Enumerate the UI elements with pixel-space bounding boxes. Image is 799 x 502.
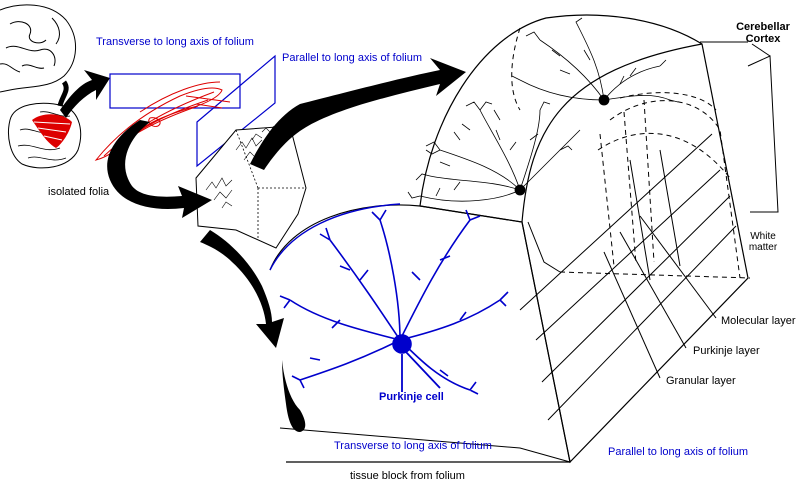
label-cerebellar-cortex: Cerebellar Cortex: [736, 21, 790, 45]
parallel-plane: [196, 54, 276, 168]
label-purkinje-layer: Purkinje layer: [693, 345, 760, 357]
label-transverse-top: Transverse to long axis of folium: [96, 36, 254, 48]
label-tissue-block: tissue block from folium: [350, 470, 465, 482]
bottom-edges: [279, 427, 571, 463]
black-purkinje-cells: [407, 17, 679, 202]
label-isolated-folia: isolated folia: [48, 186, 110, 198]
label-parallel-top: Parallel to long axis of folium: [282, 52, 423, 64]
label-granular-layer: Granular layer: [666, 375, 736, 387]
label-molecular-layer: Molecular layer: [721, 315, 796, 327]
arrow-to-slice: [60, 70, 110, 118]
curved-arrows: [107, 58, 466, 432]
hidden-lines: [511, 27, 751, 279]
front-verticals: [629, 149, 681, 281]
label-transverse-bottom: Transverse to long axis of folium: [334, 440, 492, 452]
blue-arc: [269, 203, 401, 271]
brain-outline: [0, 4, 77, 93]
label-leaders: [603, 41, 779, 379]
cerebellum-drawing: [8, 80, 82, 169]
main-tissue-block: [269, 14, 749, 464]
label-white-matter: White matter: [748, 231, 778, 253]
front-layer-lines: [519, 133, 737, 421]
blue-purkinje-cell: [279, 209, 509, 395]
label-purkinje-cell: Purkinje cell: [379, 391, 444, 403]
label-parallel-bottom: Parallel to long axis of folium: [608, 446, 749, 458]
small-tissue-block: [195, 125, 307, 249]
